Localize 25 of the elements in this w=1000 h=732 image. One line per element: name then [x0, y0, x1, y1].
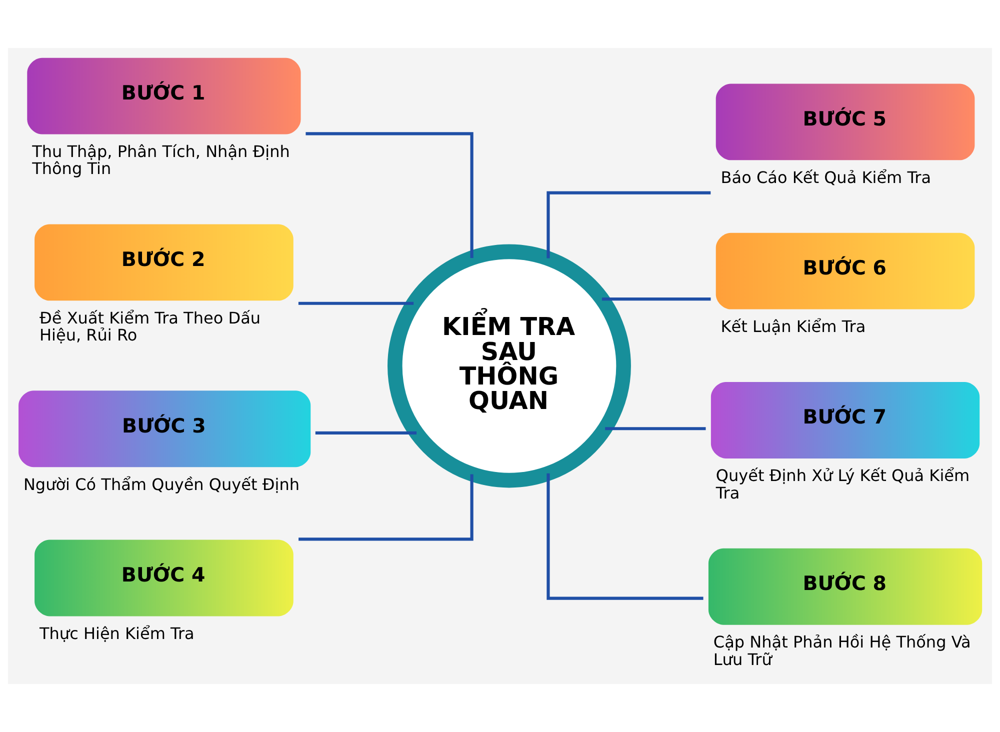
node-box: BƯỚC 2	[34, 224, 294, 301]
node-circle: KIỂM TRA SAU THÔNG QUAN	[388, 244, 631, 488]
connector	[298, 474, 474, 541]
node-box: BƯỚC 6	[716, 232, 975, 310]
node-label: Cập Nhật Phản Hồi Hệ Thống Và Lưu Trữ	[713, 632, 971, 669]
connector	[602, 298, 711, 301]
node-label: Quyết Định Xử Lý Kết Quả Kiểm Tra	[716, 466, 970, 502]
connector	[546, 473, 704, 600]
node-label: Thực Hiện Kiểm Tra	[39, 624, 194, 643]
node-box: BƯỚC 7	[710, 382, 980, 458]
connector	[306, 132, 474, 258]
node-box: BƯỚC 8	[708, 548, 982, 625]
node-box: BƯỚC 3	[18, 390, 311, 468]
node-label: Thu Thập, Phân Tích, Nhận Định Thông Tin	[32, 142, 290, 178]
node-label: Kết Luận Kiểm Tra	[720, 316, 866, 336]
connector	[605, 427, 706, 430]
connector	[298, 302, 414, 305]
node-box: BƯỚC 4	[34, 540, 294, 616]
node-box: BƯỚC 1	[27, 58, 301, 134]
node-box: BƯỚC 5	[716, 84, 975, 160]
connector	[315, 431, 417, 434]
node-label: Báo Cáo Kết Quả Kiểm Tra	[720, 168, 932, 187]
node-label: Người Có Thẩm Quyền Quyết Định	[23, 474, 300, 494]
node-label: Đề Xuất Kiểm Tra Theo Dấu Hiệu, Rủi Ro	[39, 308, 261, 345]
connector	[546, 191, 711, 258]
